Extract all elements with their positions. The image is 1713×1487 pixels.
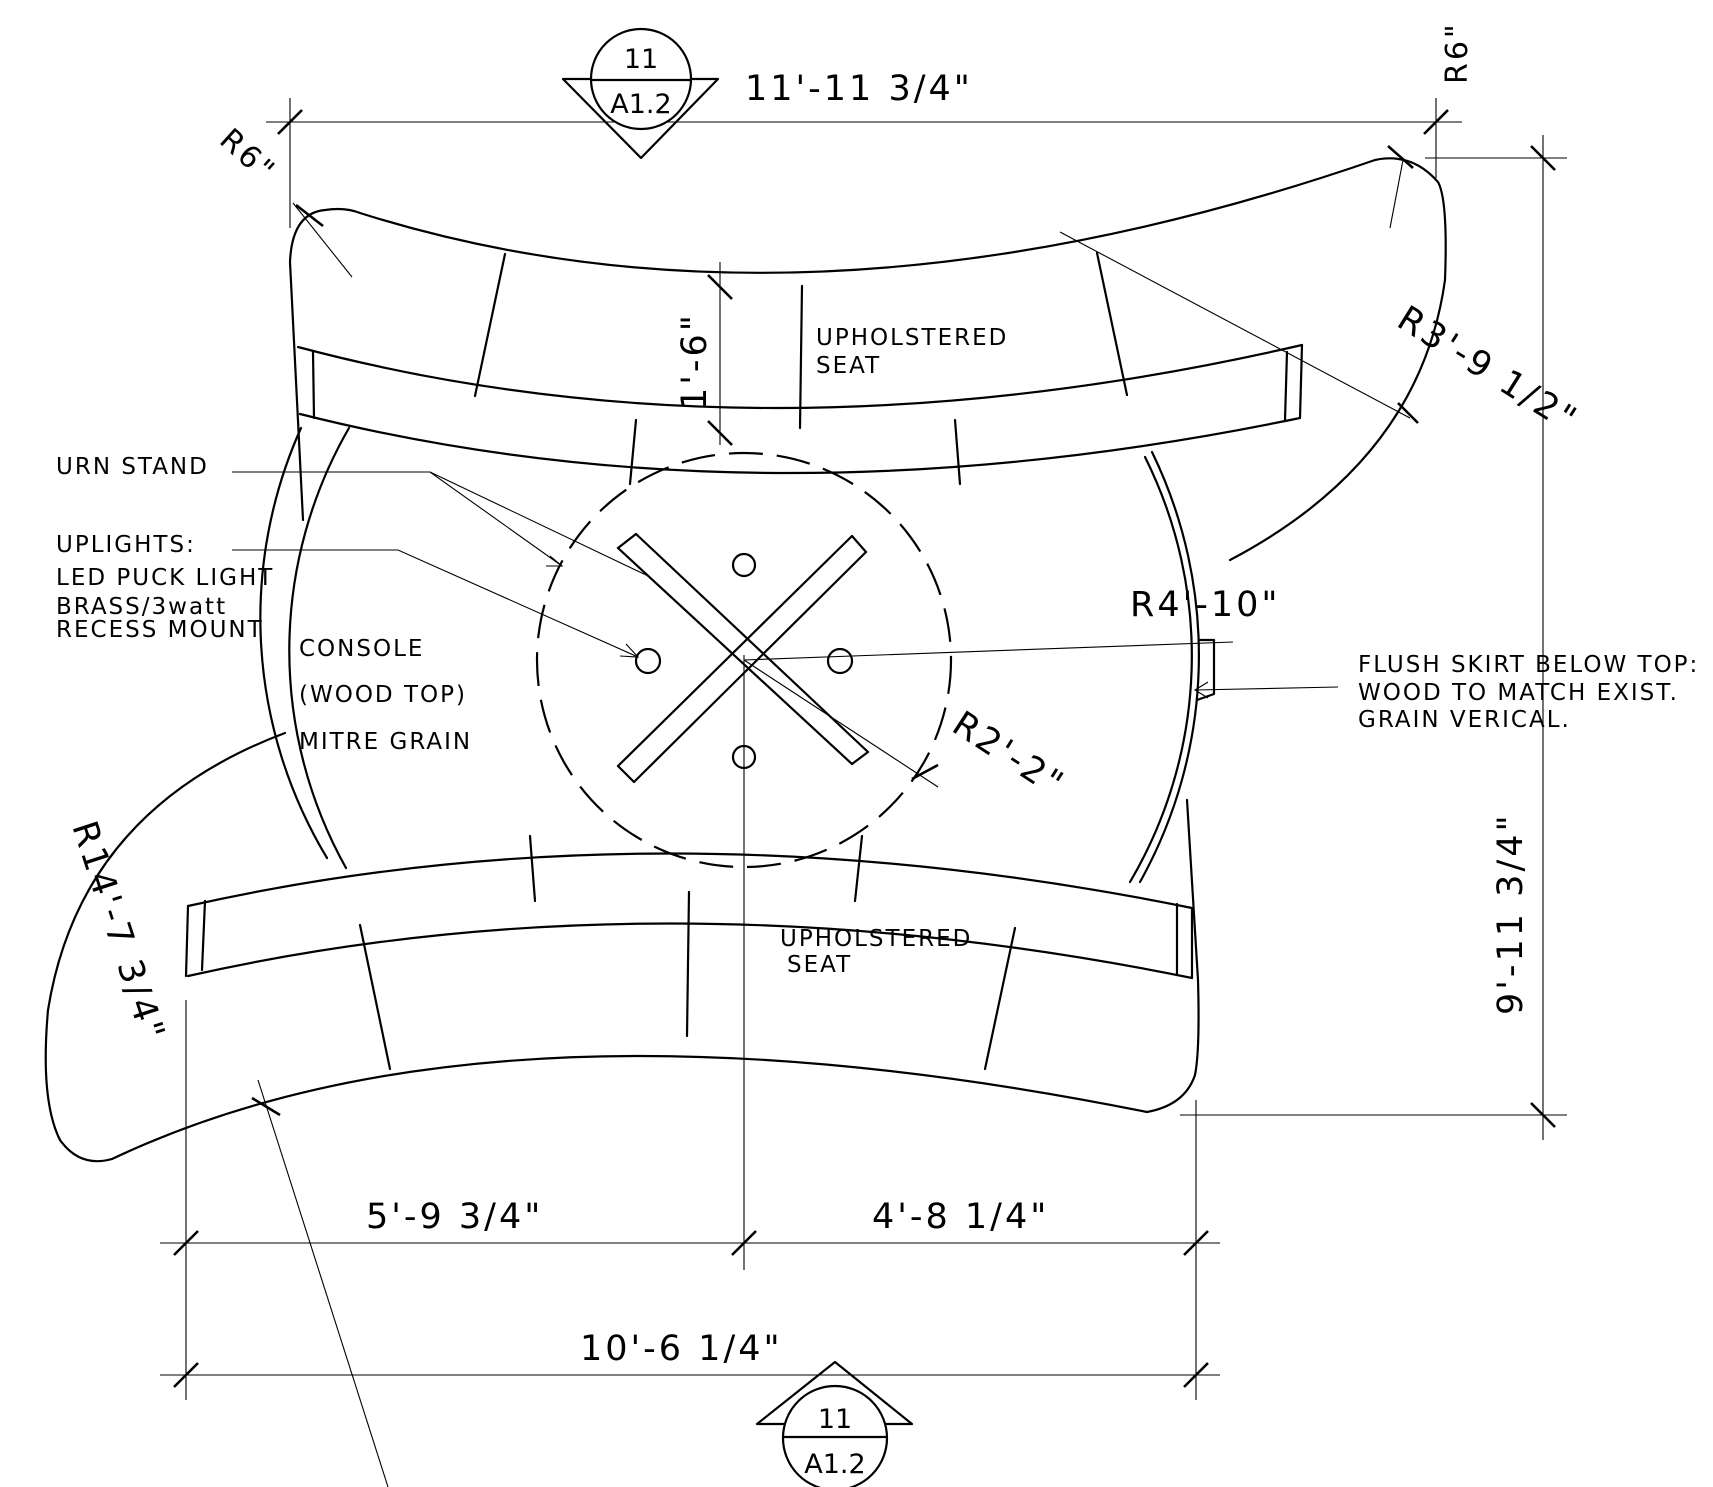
uplight-pucks: [634, 552, 854, 770]
dim-seat-depth: 1'-6": [675, 312, 715, 410]
label-console: CONSOLE: [299, 636, 424, 662]
dim-bottom-total: 10'-6 1/4": [580, 1329, 783, 1369]
dim-bottom-right: 4'-8 1/4": [872, 1197, 1049, 1237]
top-seat: [288, 157, 1447, 562]
dim-radius-corner-left: R6": [213, 122, 283, 190]
label-skirt: FLUSH SKIRT BELOW TOP:: [1358, 652, 1699, 678]
label-uplights-finish: BRASS/3watt: [56, 594, 227, 620]
label-skirt-grain: GRAIN VERICAL.: [1358, 707, 1571, 733]
label-uplights-type: LED PUCK LIGHT: [56, 565, 274, 591]
label-urn-stand: URN STAND: [56, 454, 209, 480]
label-seat-top: UPHOLSTERED: [816, 325, 1008, 351]
label-seat-bottom-2: SEAT: [787, 952, 852, 978]
dim-console-radius: R4'-10": [1130, 585, 1280, 625]
label-skirt-material: WOOD TO MATCH EXIST.: [1358, 680, 1679, 706]
dimension-lines: [160, 98, 1567, 1400]
annotations: URN STAND UPLIGHTS: LED PUCK LIGHT BRASS…: [56, 325, 1699, 978]
label-console-grain: MITRE GRAIN: [299, 729, 472, 755]
section-mark-bottom-sheet: A1.2: [804, 1449, 865, 1480]
bottom-seat: [44, 731, 1200, 1163]
label-console-top: (WOOD TOP): [299, 682, 467, 708]
console-outline: [259, 426, 1216, 884]
dim-radius-urn: R2'-2": [945, 704, 1072, 806]
label-seat-bottom: UPHOLSTERED: [780, 926, 972, 952]
section-mark-top-number: 11: [624, 44, 658, 75]
dim-radius-large: R14'-7 3/4": [63, 816, 172, 1047]
dim-bottom-left: 5'-9 3/4": [366, 1197, 543, 1237]
label-uplights-mount: RECESS MOUNT: [56, 617, 264, 643]
section-mark-bottom-number: 11: [818, 1404, 852, 1435]
label-seat-top-2: SEAT: [816, 353, 881, 379]
dim-overall-height: 9'-11 3/4": [1491, 812, 1531, 1015]
section-mark-bottom: 11 A1.2: [755, 1360, 914, 1487]
leader-lines: [232, 145, 1419, 1487]
urn-stand: [535, 451, 953, 869]
section-mark-top-sheet: A1.2: [610, 89, 671, 120]
label-uplights-title: UPLIGHTS:: [56, 532, 196, 558]
dim-radius-corner-right: R6": [1440, 21, 1475, 84]
section-mark-top: 11 A1.2: [561, 27, 720, 160]
dim-overall-width: 11'-11 3/4": [745, 69, 973, 109]
